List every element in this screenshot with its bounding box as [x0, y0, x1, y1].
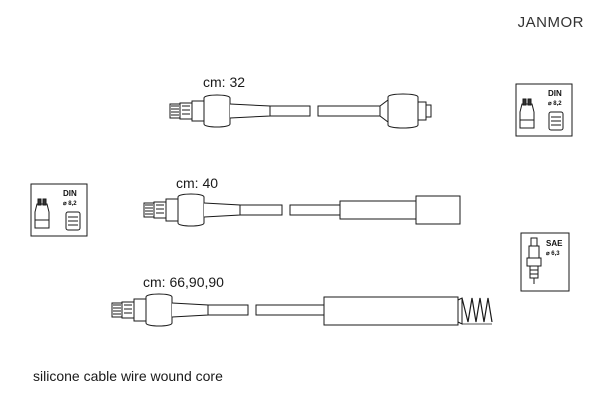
- din-badge-right-size: ⌀ 8,2: [548, 101, 562, 107]
- din-badge-left-title: DIN: [63, 189, 77, 198]
- distributor-cap-icon: [519, 98, 535, 129]
- brand-name: JANMOR: [517, 14, 584, 31]
- spark-plug-icon: [526, 237, 542, 284]
- cable-1-wire-left: [269, 105, 311, 117]
- distributor-cap-icon: [34, 198, 50, 229]
- sae-badge-title: SAE: [546, 239, 563, 248]
- din-badge-left-size: ⌀ 8,2: [63, 201, 77, 207]
- sae-badge-size: ⌀ 6,3: [546, 251, 560, 257]
- cable-1-plug-boot: [379, 93, 432, 129]
- cable-3-coil-connector: [111, 293, 209, 327]
- cable-1-length-label: cm: 32: [203, 74, 246, 90]
- cable-3-length-label: cm: 66,90,90: [143, 274, 224, 290]
- din-badge-right: [515, 83, 573, 137]
- sae-badge: [520, 232, 570, 292]
- spark-plug-boot-icon: [65, 211, 81, 231]
- cable-2: [143, 193, 461, 227]
- cable-1-wire-right: [317, 105, 381, 117]
- cable-1: [169, 93, 432, 129]
- din-badge-right-title: DIN: [548, 89, 562, 98]
- cable-1-coil-connector: [169, 94, 271, 128]
- cable-2-coil-connector: [143, 193, 241, 227]
- cable-2-length-label: cm: 40: [176, 175, 219, 191]
- cable-description: silicone cable wire wound core: [33, 368, 223, 384]
- cable-2-plug-boot: [339, 195, 461, 225]
- cable-2-wire-right: [289, 204, 341, 216]
- cable-2-wire-left: [239, 204, 283, 216]
- cable-3-wire-right: [255, 304, 325, 316]
- cable-3-plug-boot: [323, 296, 493, 326]
- spark-plug-boot-icon: [548, 111, 564, 131]
- din-badge-left: [30, 183, 88, 237]
- cable-3: [111, 293, 493, 327]
- cable-3-wire-left: [207, 304, 249, 316]
